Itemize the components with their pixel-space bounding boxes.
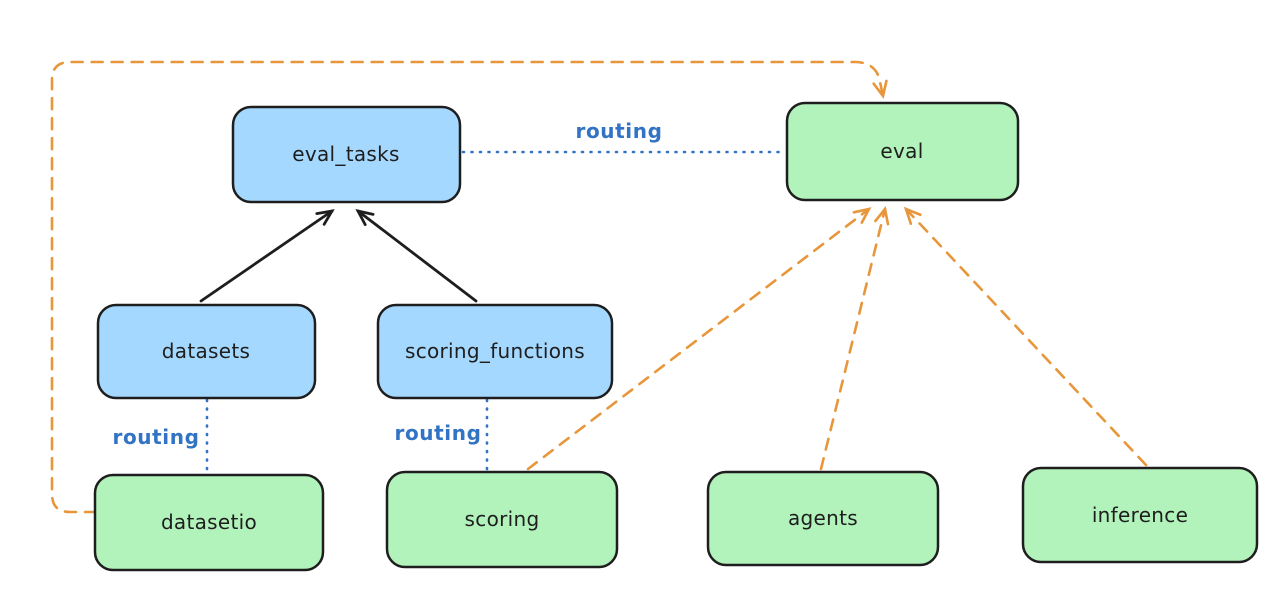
node-datasetio-label: datasetio [161,510,257,534]
node-eval-tasks-box [231,105,462,204]
node-agents-box [706,470,940,567]
node-scoring-functions-label: scoring_functions [405,339,585,363]
edge-scoring-to-eval [526,207,872,471]
node-datasetio: datasetio [93,473,325,572]
node-eval-box [785,101,1020,202]
node-eval-tasks: eval_tasks [231,105,462,204]
edge-scoring-functions-to-eval-tasks [355,208,478,303]
node-agents: agents [706,470,940,567]
edge-datasetio-to-eval [50,60,888,514]
node-eval: eval [785,101,1020,202]
node-inference: inference [1021,466,1259,564]
node-datasetio-box [93,473,325,572]
node-datasets: datasets [96,303,317,400]
node-inference-box [1021,466,1259,564]
edge-label-routing-scoring: routing [394,421,481,445]
node-scoring-box [385,470,619,569]
node-datasets-box [96,303,317,400]
node-scoring-functions-box [376,303,614,400]
edge-agents-to-eval [819,206,890,471]
node-scoring-functions: scoring_functions [376,303,614,400]
node-eval-label: eval [880,139,923,163]
edge-datasets-to-eval-tasks [199,209,335,303]
node-eval-tasks-label: eval_tasks [292,142,399,166]
edge-inference-to-eval [903,206,1148,467]
node-datasets-label: datasets [162,339,250,363]
node-agents-label: agents [788,506,858,530]
edge-label-routing-top: routing [575,119,662,143]
node-scoring: scoring [385,470,619,569]
node-inference-label: inference [1092,503,1188,527]
node-scoring-label: scoring [465,507,540,531]
edge-label-routing-datasetio: routing [112,425,199,449]
